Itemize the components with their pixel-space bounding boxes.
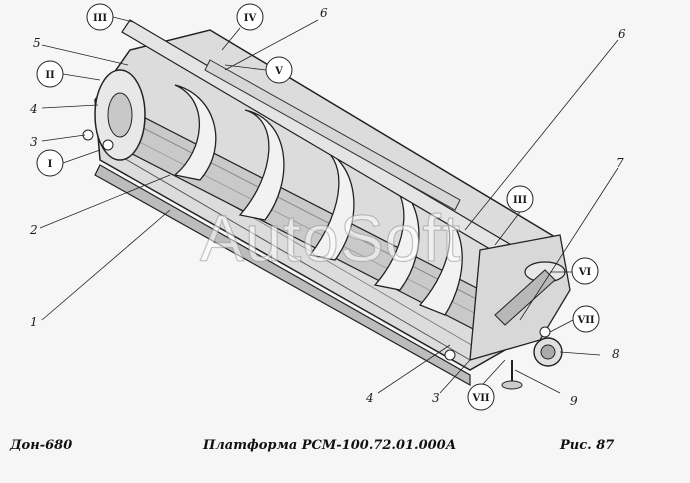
detail-marker-VII-bottom: VII	[467, 359, 506, 411]
detail-marker-V: V	[224, 56, 293, 84]
svg-text:V: V	[274, 66, 283, 77]
svg-text:VI: VI	[578, 267, 592, 278]
svg-text:III: III	[93, 13, 107, 24]
auger-flights	[173, 84, 463, 316]
callout-5: 5	[33, 36, 41, 50]
svg-text:VII: VII	[471, 393, 489, 404]
svg-text:III: III	[513, 195, 527, 206]
detail-marker-VI: VI	[550, 257, 599, 285]
leader-lines	[39, 19, 619, 394]
detail-markers: III IV II V I III VI	[36, 3, 600, 411]
detail-marker-VII-right: VII	[549, 305, 600, 333]
detail-marker-I: I	[36, 149, 101, 177]
callout-7: 7	[616, 156, 624, 170]
callout-3-bottom: 3	[432, 391, 440, 405]
callout-4-left: 4	[29, 102, 38, 116]
footer-figure-number: Рис. 87	[560, 438, 615, 453]
callout-labels: 1 2 3 4 5 6 6 7 8 9 4 3	[29, 6, 626, 408]
callout-8: 8	[612, 347, 620, 361]
detail-marker-III-top: III	[86, 3, 134, 31]
callout-3-left: 3	[30, 135, 38, 149]
callout-6-right: 6	[618, 27, 626, 41]
svg-text:I: I	[48, 159, 53, 170]
callout-1: 1	[30, 315, 38, 329]
detail-marker-II: II	[36, 60, 101, 88]
detail-marker-III-right: III	[494, 185, 534, 246]
footer-title: Платформа РСМ-100.72.01.000А	[203, 438, 457, 453]
callout-6-top: 6	[320, 6, 328, 20]
callout-4-bottom: 4	[365, 391, 374, 405]
svg-text:II: II	[45, 70, 55, 81]
callout-9: 9	[570, 394, 578, 408]
detail-marker-IV: IV	[221, 3, 264, 51]
svg-text:VII: VII	[576, 315, 594, 326]
svg-text:IV: IV	[244, 13, 257, 24]
footer-model: Дон-680	[10, 438, 73, 453]
callout-2: 2	[29, 223, 38, 237]
left-end-plate	[82, 69, 146, 161]
